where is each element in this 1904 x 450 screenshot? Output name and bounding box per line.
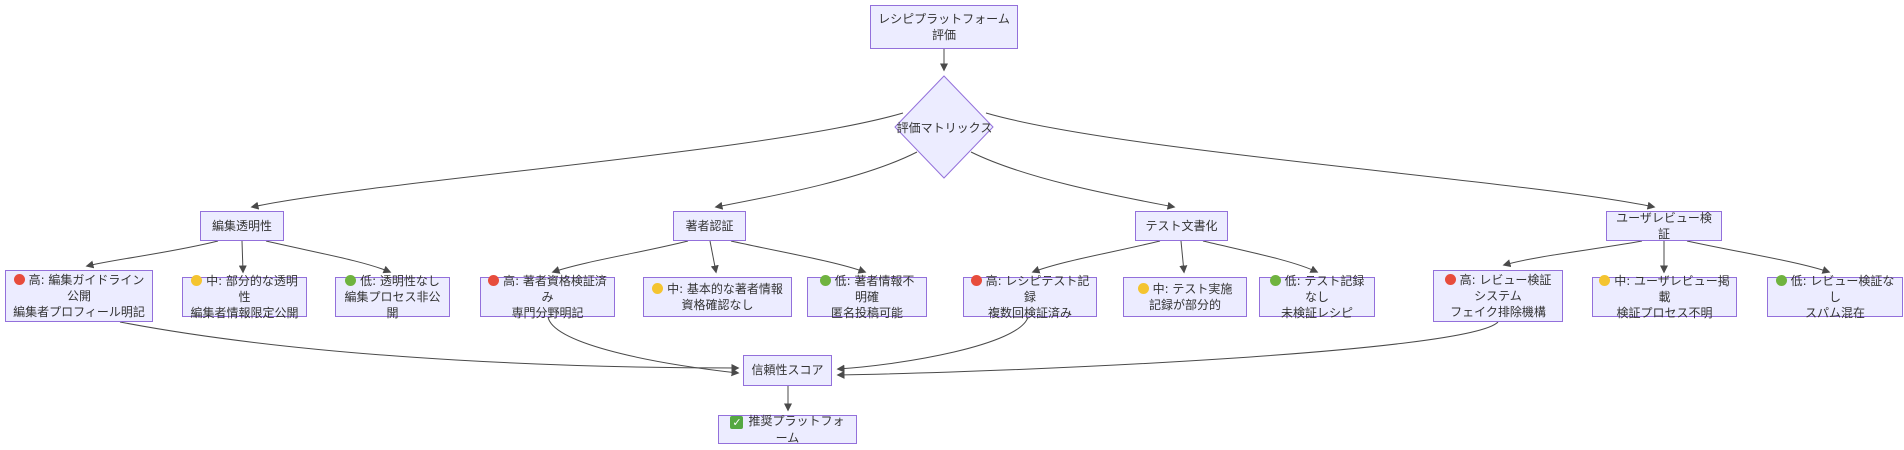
status-low-icon (345, 274, 357, 286)
edge-cat2-to-b1 (551, 240, 689, 274)
node-score: 信頼性スコア (743, 355, 832, 386)
status-medium-icon (652, 282, 664, 294)
edge-decision-to-cat1 (250, 112, 904, 210)
check-icon: ✓ (730, 416, 744, 430)
node-test-high: 高: レシピテスト記録 複数回検証済み (963, 274, 1097, 320)
node-score-label: 信頼性スコア (751, 363, 824, 378)
status-high-icon (488, 274, 500, 286)
status-low-icon (1775, 274, 1787, 286)
edge-c1-to-score (836, 316, 1029, 373)
node-review-low: 低: レビュー検証なし スパム混在 (1767, 274, 1903, 320)
status-high-icon (970, 274, 982, 286)
decision-diamond-shape (894, 75, 994, 179)
node-transparency-medium: 中: 部分的な透明性 編集者情報限定公開 (182, 274, 307, 320)
edge-cat1-to-a1 (85, 240, 219, 269)
node-review-medium: 中: ユーザレビュー掲載 検証プロセス不明 (1592, 274, 1737, 320)
edge-a1-to-score (119, 321, 740, 372)
node-author-low: 低: 著者情報不明確 匿名投稿可能 (807, 274, 927, 320)
node-category-test-documentation: テスト文書化 (1135, 211, 1228, 241)
status-medium-icon (1599, 274, 1611, 286)
node-author-high: 高: 著者資格検証済み 専門分野明記 (480, 274, 615, 320)
node-category-editorial-transparency: 編集透明性 (200, 211, 284, 241)
node-result: ✓ 推奨プラットフォーム (718, 414, 857, 445)
edge-cat3-to-c2 (1179, 240, 1188, 274)
node-review-high: 高: レビュー検証システム フェイク排除機構 (1433, 270, 1563, 322)
edge-d1-to-score (836, 321, 1499, 379)
node-transparency-low: 低: 透明性なし 編集プロセス非公開 (335, 274, 450, 320)
status-medium-icon (191, 274, 203, 286)
node-test-low: 低: テスト記録なし 未検証レシピ (1259, 274, 1375, 320)
status-low-icon (819, 274, 831, 286)
edge-cat4-to-d1 (1502, 240, 1643, 268)
edge-cat4-to-d3 (1686, 240, 1831, 274)
node-decision-label: 評価マトリックス (896, 120, 993, 135)
node-result-label: 推奨プラットフォーム (748, 414, 845, 445)
node-decision: 評価マトリックス (884, 112, 1005, 142)
edge-decision-to-cat2 (714, 151, 918, 210)
node-author-medium: 中: 基本的な著者情報 資格確認なし (643, 277, 792, 317)
node-category-user-review-verification: ユーザレビュー検証 (1606, 211, 1722, 241)
status-medium-icon (1137, 282, 1149, 294)
edge-decision-to-cat4 (985, 112, 1656, 210)
node-test-medium: 中: テスト実施 記録が部分的 (1123, 277, 1247, 317)
edge-cat1-to-a2 (238, 240, 247, 274)
status-high-icon (1444, 273, 1456, 285)
node-transparency-high: 高: 編集ガイドライン公開 編集者プロフィール明記 (5, 270, 153, 322)
node-category-author-authentication: 著者認証 (673, 211, 746, 241)
edge-cat1-to-a3 (265, 240, 392, 274)
edge-cat3-to-c3 (1202, 240, 1319, 273)
status-low-icon (1269, 274, 1281, 286)
edge-cat3-to-c1 (1031, 240, 1161, 274)
node-root-label: レシピプラットフォーム評価 (878, 11, 1010, 42)
edge-cat2-to-b3 (730, 240, 867, 274)
node-root: レシピプラットフォーム評価 (870, 5, 1018, 49)
edge-decision-to-cat3 (970, 151, 1176, 210)
status-high-icon (13, 273, 25, 285)
edge-b1-to-score (547, 316, 740, 377)
edge-cat2-to-b2 (709, 240, 719, 274)
